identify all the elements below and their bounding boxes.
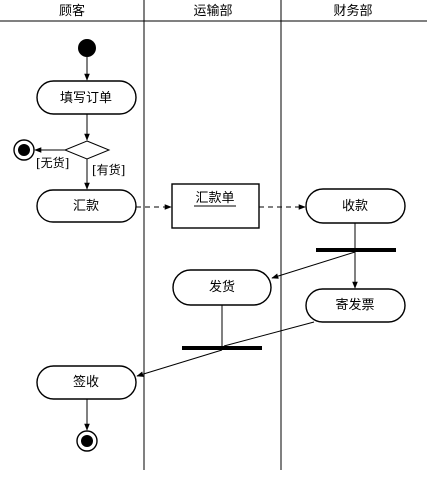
flow-invoice-to-join — [223, 321, 315, 347]
join-bar — [182, 346, 262, 350]
activity-fill-order-label: 填写订单 — [60, 91, 112, 106]
lane-title-shipping: 运输部 — [193, 3, 232, 19]
lane-title-finance: 财务部 — [333, 3, 372, 19]
activity-receive-payment-label: 收款 — [342, 199, 368, 214]
initial-node — [78, 39, 96, 57]
lane-title-customer: 顾客 — [59, 3, 85, 19]
flow-join-to-sign — [136, 349, 223, 377]
stock-decision-node — [63, 140, 111, 160]
guard-out-of-stock: [无货] — [36, 155, 69, 170]
activity-send-invoice — [305, 288, 406, 323]
guard-in-stock: [有货] — [92, 162, 125, 177]
activity-send-invoice-label: 寄发票 — [335, 297, 374, 313]
object-remittance-slip-label: 汇款单 — [195, 191, 234, 206]
activity-sign-receipt-label: 签收 — [73, 374, 99, 390]
activity-ship-goods-label: 发货 — [209, 279, 235, 295]
final-node-bottom-dot — [81, 435, 93, 447]
activity-remit-label: 汇款 — [73, 199, 99, 214]
final-node-left-dot — [18, 144, 30, 156]
activity-remit — [36, 189, 137, 223]
flow-fork-to-ship — [271, 251, 356, 279]
fork-bar — [316, 248, 396, 252]
